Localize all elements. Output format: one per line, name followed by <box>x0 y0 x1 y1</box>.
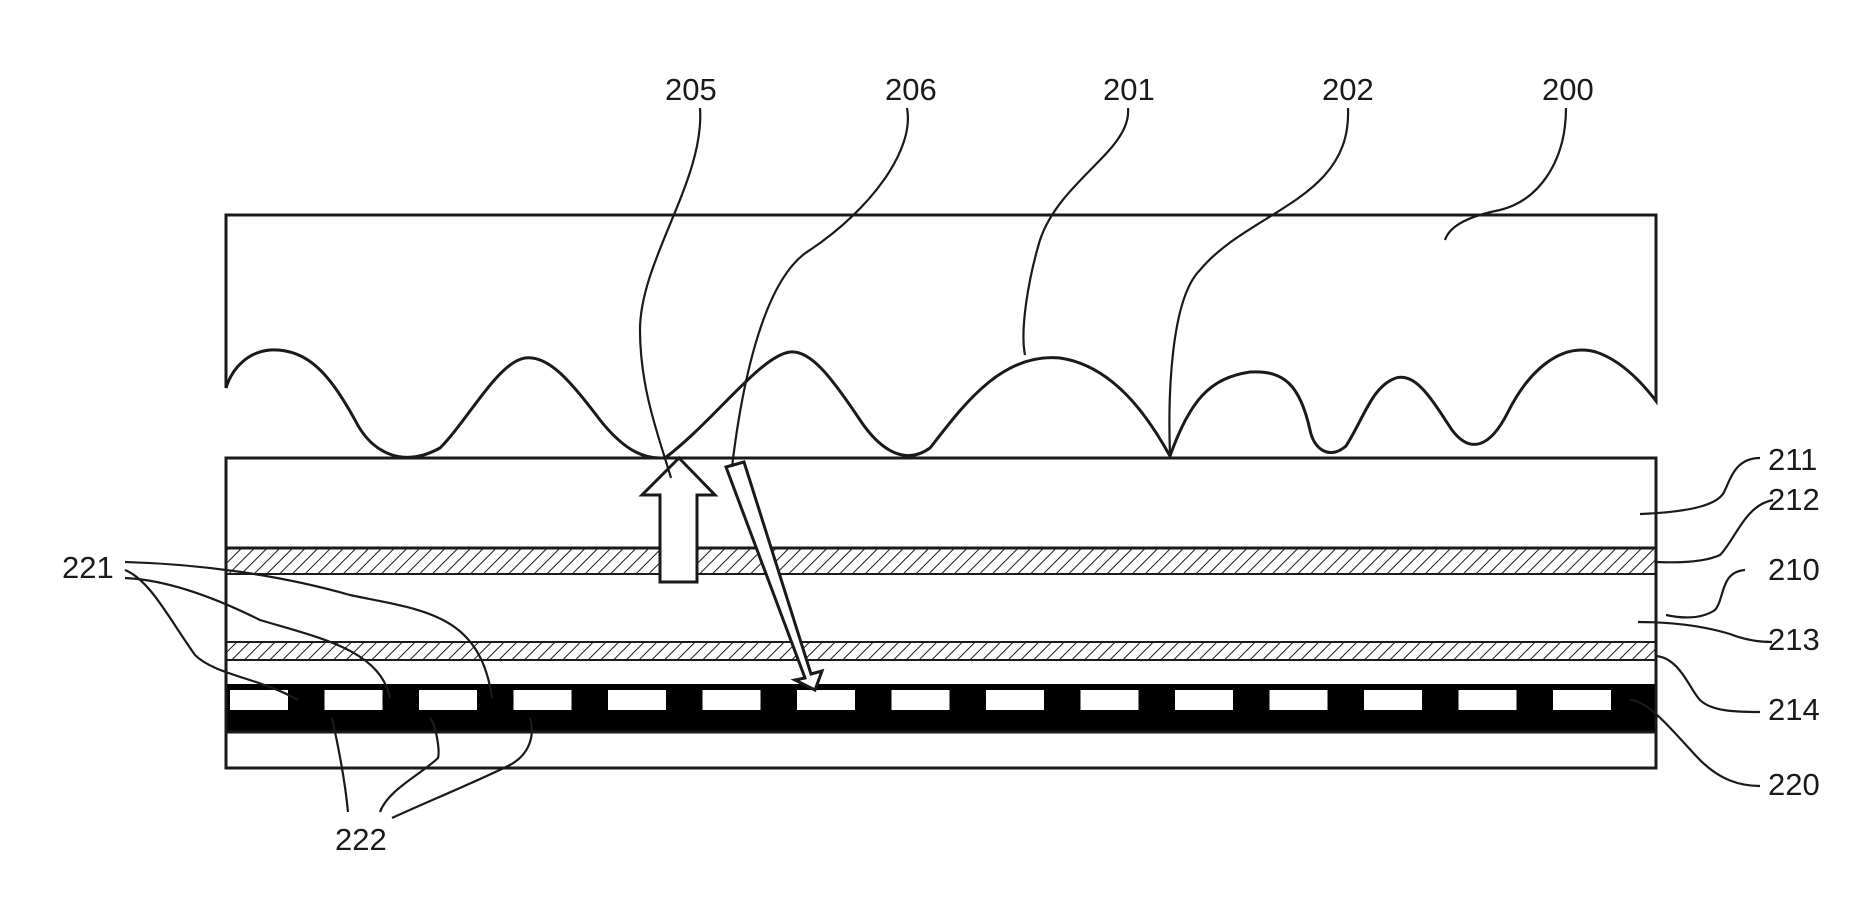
layer-bottom-substrate <box>226 732 1656 768</box>
pixel-aperture-1 <box>325 690 383 710</box>
layer-212-hatched <box>226 548 1656 574</box>
label-213: 213 <box>1768 622 1820 657</box>
finger-outline <box>226 215 1656 458</box>
pixel-aperture-8 <box>986 690 1044 710</box>
label-200: 200 <box>1542 72 1594 107</box>
label-221: 221 <box>62 550 114 585</box>
pixel-aperture-0 <box>230 690 288 710</box>
label-212: 212 <box>1768 482 1820 517</box>
label-201: 201 <box>1103 72 1155 107</box>
leader-213 <box>1638 622 1772 642</box>
label-202: 202 <box>1322 72 1374 107</box>
leader-211 <box>1640 458 1760 514</box>
pixel-aperture-13 <box>1459 690 1517 710</box>
label-210: 210 <box>1768 552 1820 587</box>
label-214: 214 <box>1768 692 1820 727</box>
label-205: 205 <box>665 72 717 107</box>
pixel-aperture-11 <box>1270 690 1328 710</box>
pixel-apertures <box>230 690 1611 710</box>
pixel-aperture-6 <box>797 690 855 710</box>
layer-211-cover <box>226 458 1656 548</box>
pixel-aperture-4 <box>608 690 666 710</box>
pixel-aperture-5 <box>703 690 761 710</box>
label-220: 220 <box>1768 767 1820 802</box>
layer-214-hatched <box>226 642 1656 660</box>
pixel-aperture-10 <box>1175 690 1233 710</box>
pixel-aperture-12 <box>1364 690 1422 710</box>
label-211: 211 <box>1768 442 1817 477</box>
pixel-aperture-3 <box>514 690 572 710</box>
leader-212 <box>1656 500 1773 562</box>
layer-213-middle <box>226 574 1656 642</box>
label-206: 206 <box>885 72 937 107</box>
label-222: 222 <box>335 822 387 857</box>
pixel-aperture-9 <box>1081 690 1139 710</box>
leader-214 <box>1656 656 1760 712</box>
pixel-aperture-7 <box>892 690 950 710</box>
leader-210 <box>1666 570 1745 617</box>
pixel-aperture-14 <box>1553 690 1611 710</box>
pixel-aperture-2 <box>419 690 477 710</box>
